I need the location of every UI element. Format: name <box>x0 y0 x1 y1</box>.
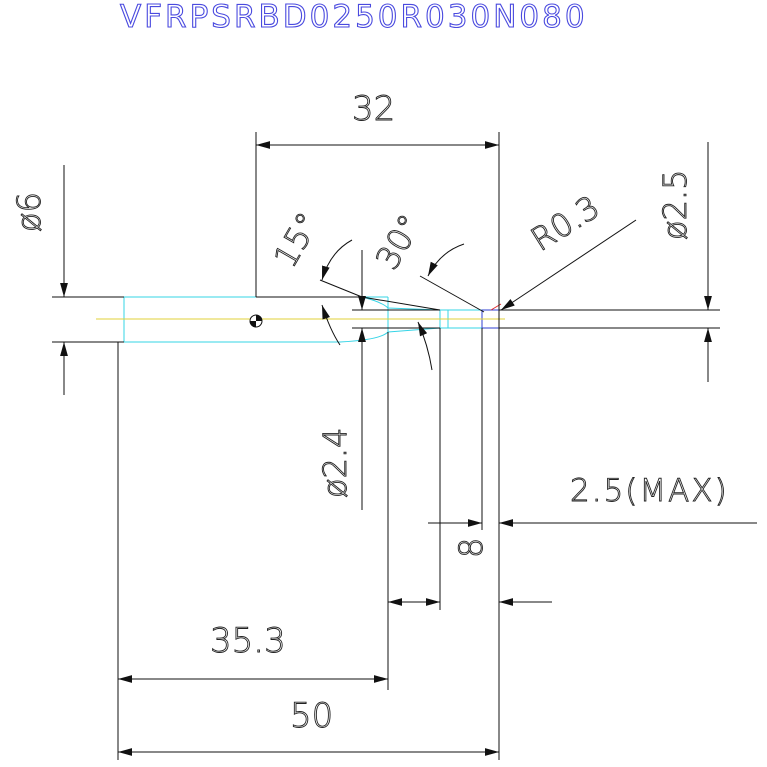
dim-label-35-3: 35.3 <box>210 621 286 661</box>
dim-label-50: 50 <box>290 696 333 736</box>
angle-arc-30 <box>427 243 465 277</box>
dim-label-neck-dia: ø2.4 <box>316 428 354 498</box>
angle-arc-15 <box>321 239 353 281</box>
tool-outline <box>118 296 482 343</box>
center-mark-icon <box>249 314 263 328</box>
dim-label-angle-30: 30° <box>368 208 429 276</box>
dim-label-tip-dia: ø2.5 <box>656 170 694 240</box>
angle-arc-15-lower <box>321 304 341 346</box>
tool-title: VFRPSRBD0250R030N080 <box>120 0 588 35</box>
profile-lines <box>52 275 720 343</box>
dim-label-angle-15: 15° <box>266 206 327 274</box>
extension-lines <box>117 132 500 760</box>
dim-label-max-depth: 2.5(MAX) <box>570 473 729 509</box>
dim-label-neck-len: 8 <box>452 538 490 558</box>
radius-leader <box>500 219 637 311</box>
dim-label-shank-dia: ø6 <box>10 192 48 232</box>
angle-arc-30-lower <box>417 321 433 371</box>
dim-label-32: 32 <box>352 89 395 129</box>
